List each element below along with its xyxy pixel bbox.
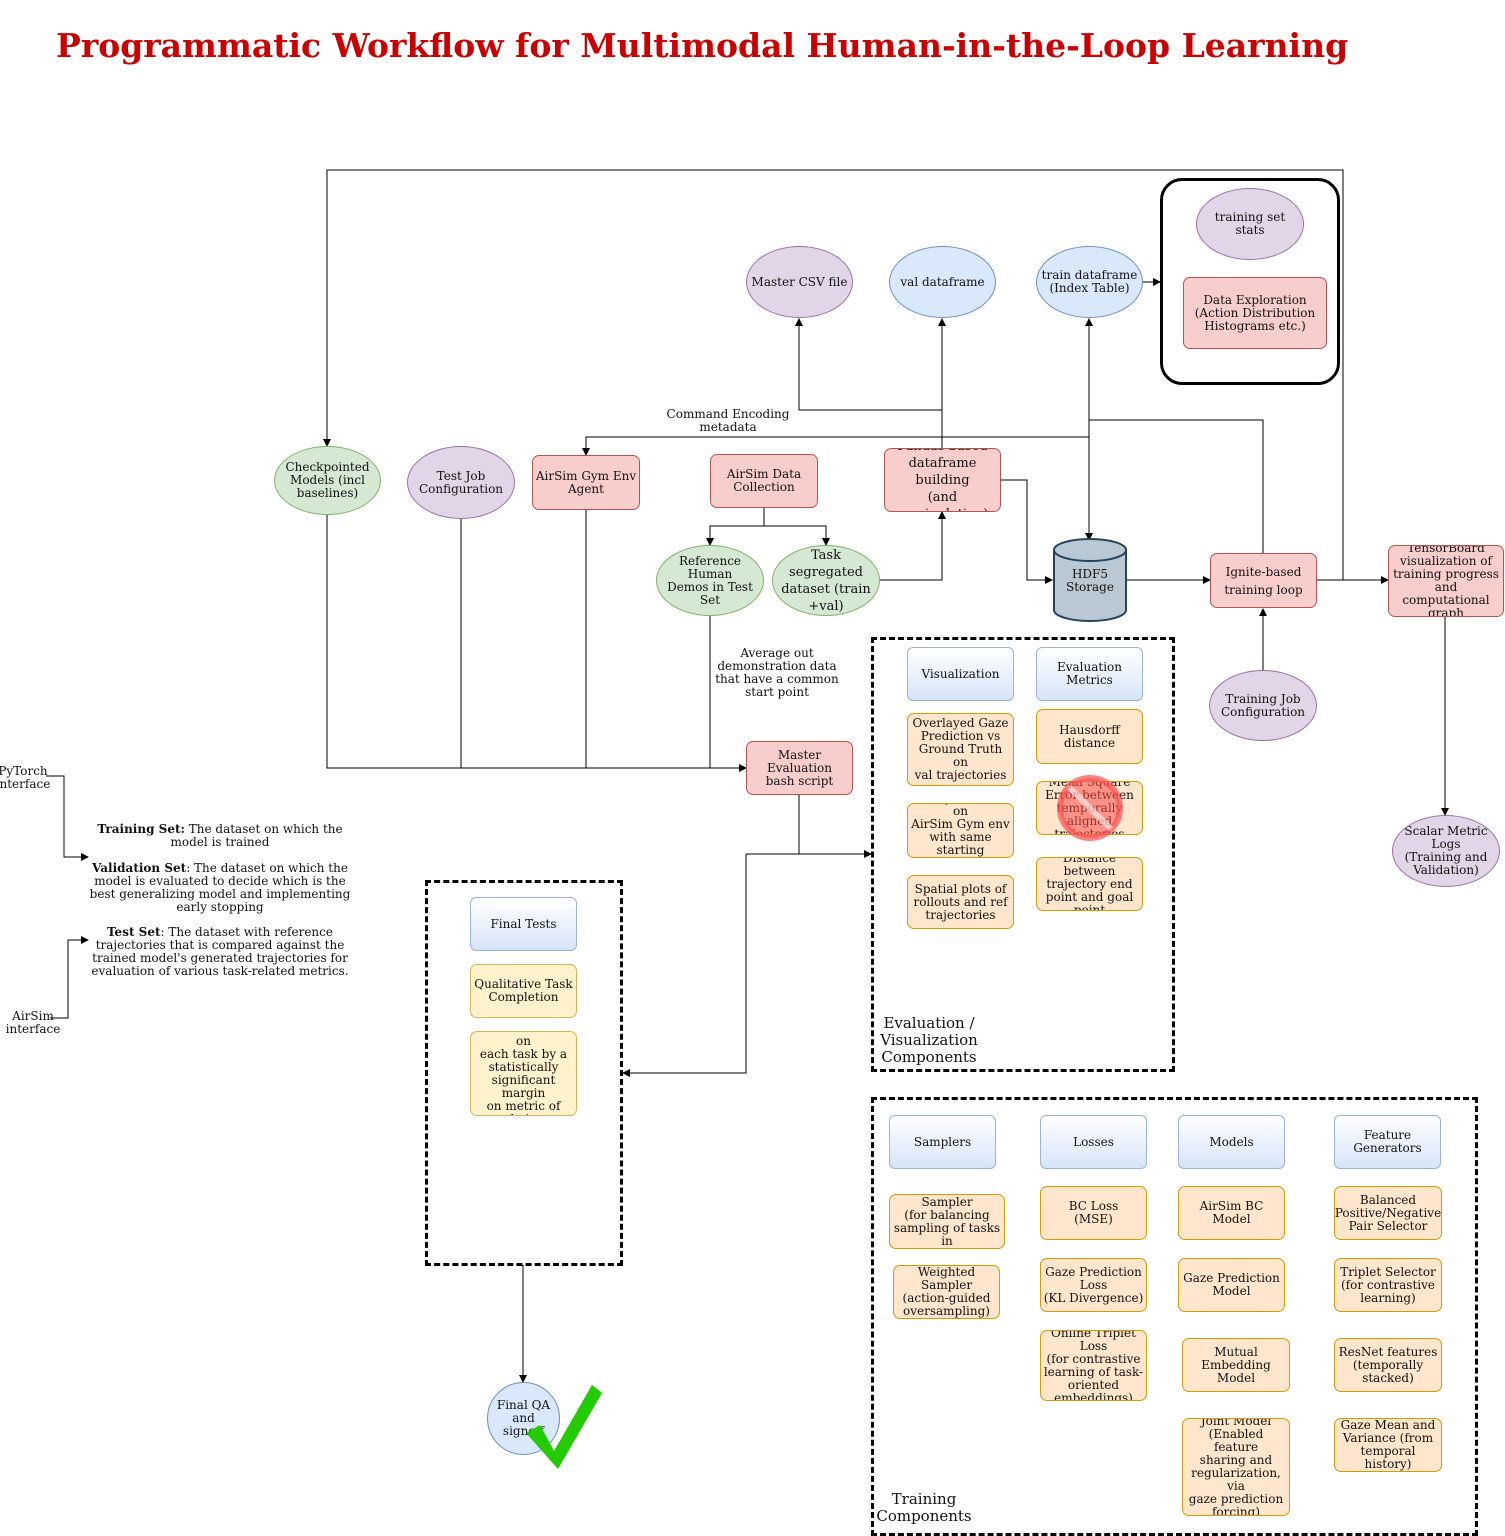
validation-set-term: Validation Set [92, 861, 187, 875]
edge-eval-to-components [798, 795, 872, 858]
training-job-config-node: Training Job Configuration [1209, 670, 1317, 741]
edge-collection-split [706, 508, 765, 546]
prohibited-icon [1057, 775, 1123, 841]
final-item-beat-bc: Beat Vanilla BC on each task by a statis… [470, 1031, 577, 1116]
scalar-metric-logs-node: Scalar Metric Logs (Training and Validat… [1392, 815, 1500, 887]
evaluation-group-label: Evaluation / Visualization Components [880, 1014, 978, 1066]
final-tests-header: Final Tests [470, 897, 577, 951]
evaluation-metrics-header: Evaluation Metrics [1036, 647, 1143, 701]
sampler-weighted: Weighted Sampler (action-guided oversamp… [893, 1265, 1000, 1319]
model-mutual-embedding: Mutual Embedding Model [1182, 1338, 1290, 1392]
samplers-header: Samplers [889, 1115, 996, 1169]
loss-bc: BC Loss (MSE) [1040, 1186, 1147, 1240]
feature-triplet-selector: Triplet Selector (for contrastive learni… [1334, 1258, 1442, 1312]
edge-ignite-to-checkpoints [323, 169, 1344, 580]
test-job-config-node: Test Job Configuration [407, 446, 515, 519]
losses-header: Losses [1040, 1115, 1147, 1169]
metric-item-hausdorff: Hausdorff distance [1036, 709, 1143, 764]
edge-task-to-pandas [880, 511, 946, 581]
viz-item-gaze-overlay: Overlayed Gaze Prediction vs Ground Trut… [907, 713, 1014, 786]
edge-ignite-to-hdf5 [1085, 419, 1264, 553]
training-set-definition: Training Set: The dataset on which the m… [80, 823, 360, 849]
edge-airsim [50, 936, 89, 1019]
sampler-stratified: Stratified Sampler (for balancing sampli… [889, 1194, 1005, 1249]
evaluation-group [871, 637, 1175, 1072]
airsim-data-collection-node: AirSim Data Collection [710, 454, 818, 508]
edge-collection-to-task [764, 525, 830, 546]
checkpointed-models-node: Checkpointed Models (incl baselines) [274, 446, 381, 515]
edge-eval-to-final [622, 854, 747, 1077]
training-set-text: The dataset on which the model is traine… [170, 822, 343, 849]
final-tests-group [425, 880, 623, 1266]
visualization-header: Visualization [907, 647, 1014, 701]
final-item-qualitative: Qualitative Task Completion [470, 964, 577, 1018]
page-title: Programmatic Workflow for Multimodal Hum… [56, 26, 1349, 65]
cylinder-database-icon [1053, 538, 1127, 622]
edge-to-gym-agent [582, 436, 1089, 456]
training-stats-node: training set stats [1196, 188, 1304, 260]
master-csv-node: Master CSV file [746, 246, 853, 318]
checkmark-icon [526, 1385, 602, 1469]
pytorch-interface-label: PyTorch interface [0, 764, 51, 791]
model-gaze-prediction: Gaze Prediction Model [1178, 1258, 1285, 1312]
training-group-label: Training Components [876, 1490, 972, 1525]
tensorboard-node: TensorBoard visualization of training pr… [1388, 545, 1504, 617]
data-exploration-node: Data Exploration (Action Distribution Hi… [1183, 277, 1327, 349]
hdf5-label: HDF5 Storage [1066, 567, 1114, 594]
edge-checkpoints-to-eval [326, 515, 747, 772]
viz-item-policy-rollouts: Policy Rollouts on AirSim Gym env with s… [907, 803, 1014, 858]
model-joint: Joint Model (Enabled feature sharing and… [1182, 1418, 1290, 1516]
val-dataframe-node: val dataframe [889, 246, 996, 318]
airsim-interface-label: AirSim interface [5, 1009, 61, 1036]
edge-pandas-to-train [942, 318, 1093, 438]
validation-set-definition: Validation Set: The dataset on which the… [80, 862, 360, 914]
edge-pytorch [46, 775, 89, 861]
average-out-label: Average out demonstration data that have… [715, 646, 839, 699]
metric-item-end-distance: Distance between trajectory end point an… [1036, 857, 1143, 911]
edge-pandas-to-csv [795, 318, 943, 448]
ignite-training-loop-node: Ignite-based training loop [1210, 553, 1317, 608]
hdf5-storage-node: HDF5 Storage [1052, 538, 1128, 624]
feature-pair-selector: Balanced Positive/Negative Pair Selector [1334, 1186, 1442, 1240]
reference-demos-node: Reference Human Demos in Test Set [656, 545, 764, 616]
model-airsim-bc: AirSim BC Model [1178, 1186, 1285, 1240]
pandas-dataframe-node: Pandas-based dataframe building (and man… [884, 448, 1001, 512]
task-segregated-node: Task segregated dataset (train +val) [772, 545, 880, 616]
test-set-definition: Test Set: The dataset with reference tra… [80, 926, 360, 978]
airsim-gym-agent-node: AirSim Gym Env Agent [532, 455, 640, 510]
models-header: Models [1178, 1115, 1285, 1169]
feature-resnet: ResNet features (temporally stacked) [1334, 1338, 1442, 1392]
training-set-term: Training Set: [97, 822, 185, 836]
viz-item-spatial-plots: Spatial plots of rollouts and ref trajec… [907, 875, 1014, 929]
loss-triplet: Online Triplet Loss (for contrastive lea… [1040, 1330, 1147, 1401]
feature-generators-header: Feature Generators [1334, 1115, 1441, 1169]
test-set-text: : The dataset with reference trajectorie… [91, 925, 349, 978]
loss-gaze: Gaze Prediction Loss (KL Divergence) [1040, 1258, 1147, 1312]
edge-pandas-to-hdf5 [1001, 479, 1053, 584]
data-exploration-group [1160, 178, 1340, 385]
command-encoding-label: Command Encoding metadata [666, 407, 790, 434]
test-set-term: Test Set [107, 925, 161, 939]
validation-set-text: : The dataset on which the model is eval… [89, 861, 351, 914]
feature-gaze-mean: Gaze Mean and Variance (from temporal hi… [1334, 1418, 1442, 1472]
training-group [871, 1097, 1478, 1536]
master-evaluation-node: Master Evaluation bash script [746, 741, 853, 795]
train-dataframe-node: train dataframe (Index Table) [1036, 246, 1143, 318]
